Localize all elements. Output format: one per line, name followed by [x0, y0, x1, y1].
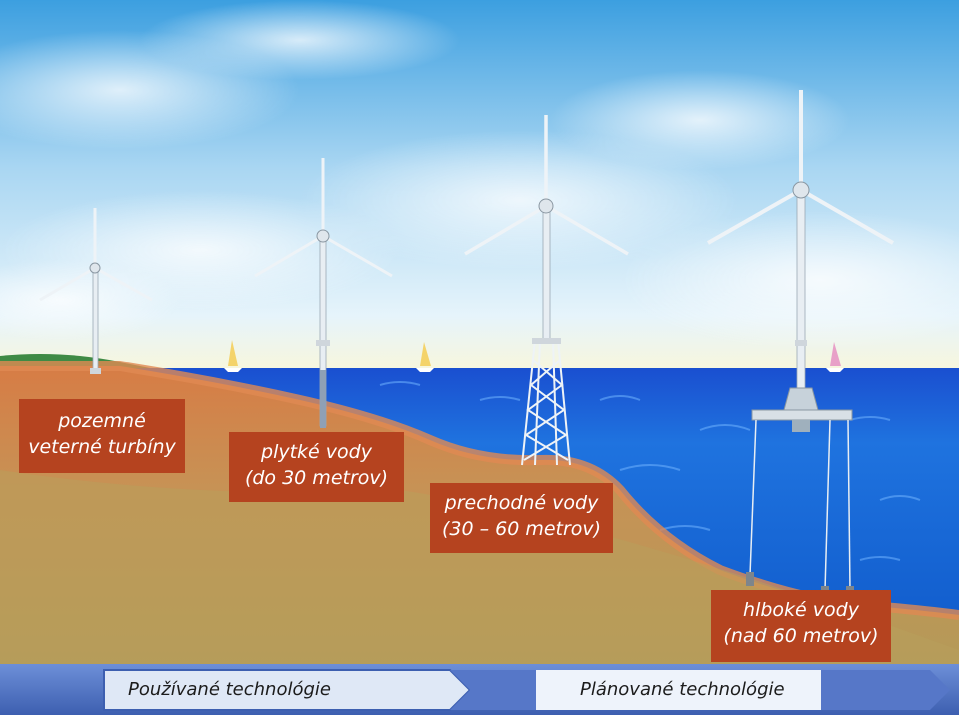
turbine-onshore [39, 208, 153, 374]
turbine-shallow [254, 158, 393, 428]
turbine-transitional [464, 115, 629, 466]
label-onshore: pozemné veterné turbíny [19, 399, 185, 473]
label-onshore-line1: pozemné [58, 410, 146, 432]
label-transitional-line1: prechodné vody [444, 492, 599, 514]
label-transitional-water: prechodné vody (30 – 60 metrov) [430, 483, 613, 553]
label-onshore-line2: veterné turbíny [28, 436, 176, 458]
label-shallow-line1: plytké vody [261, 441, 372, 463]
sailboat-icon [224, 340, 242, 372]
label-deep-line2: (nad 60 metrov) [723, 625, 879, 647]
label-shallow-line2: (do 30 metrov) [244, 467, 389, 489]
label-shallow-water: plytké vody (do 30 metrov) [229, 432, 404, 502]
label-deep-line1: hlboké vody [743, 599, 859, 621]
planned-box [536, 670, 821, 710]
mooring-lines [749, 419, 851, 591]
label-deep-water: hlboké vody (nad 60 metrov) [711, 590, 891, 662]
sailboat-icon [416, 342, 434, 372]
clouds [0, 0, 959, 350]
label-transitional-line2: (30 – 60 metrov) [441, 518, 602, 540]
jacket-foundation [521, 339, 571, 466]
sailboat-icon [826, 342, 844, 372]
planned-technologies-label: Plánované technológie [580, 679, 785, 700]
turbine-deep [707, 90, 894, 594]
current-technologies-label: Používané technológie [128, 679, 331, 700]
